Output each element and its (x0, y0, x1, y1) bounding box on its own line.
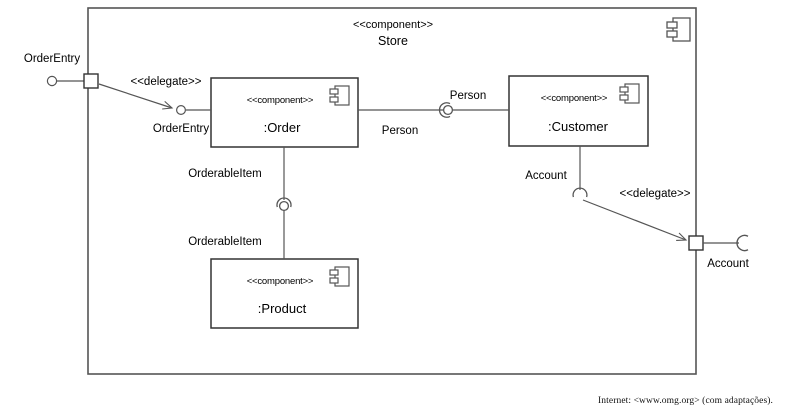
component-icon (329, 266, 350, 287)
component-customer-name: :Customer (548, 119, 609, 134)
account-inner-label: Account (525, 170, 567, 182)
store-frame[interactable]: <<component>> Store (87, 7, 697, 375)
component-order[interactable]: <<component>> :Order (210, 77, 359, 148)
assembly-connector-orderable-item[interactable]: OrderableItem OrderableItem (188, 147, 292, 259)
delegate-arrow-right (582, 199, 688, 242)
orderable-item-label-top: OrderableItem (188, 168, 262, 180)
component-customer-stereotype: <<component>> (541, 93, 608, 104)
delegate-label-left: <<delegate>> (131, 76, 202, 88)
person-required-socket (438, 102, 451, 118)
component-product-name: :Product (258, 301, 307, 316)
orderable-item-provided-ball (278, 200, 290, 212)
orderable-item-label-bottom: OrderableItem (188, 236, 262, 248)
person-label-top: Person (450, 90, 486, 102)
store-stereotype: <<component>> (353, 19, 433, 31)
account-required-socket (572, 187, 588, 198)
order-entry-external-label: OrderEntry (24, 53, 80, 65)
component-icon (666, 17, 691, 42)
component-icon (329, 85, 350, 106)
store-name: Store (378, 34, 408, 48)
port-order-entry[interactable] (83, 73, 99, 89)
external-interface-account[interactable]: Account (703, 234, 750, 270)
component-product[interactable]: <<component>> :Product (210, 258, 359, 329)
component-product-stereotype: <<component>> (247, 276, 314, 287)
port-account[interactable] (688, 235, 704, 251)
delegate-connector-account[interactable]: Account <<delegate>> (525, 146, 691, 242)
assembly-connector-person[interactable]: Person Person (358, 90, 509, 137)
orderable-item-required-socket (276, 197, 292, 208)
component-icon (619, 83, 640, 104)
order-entry-lollipop-ball (46, 75, 58, 87)
person-label-bottom: Person (382, 125, 418, 137)
order-entry-inner-label: OrderEntry (153, 123, 209, 135)
component-order-name: :Order (264, 120, 302, 135)
person-provided-ball (442, 104, 454, 116)
component-order-stereotype: <<component>> (247, 95, 314, 106)
external-interface-order-entry[interactable]: OrderEntry (24, 53, 85, 87)
delegate-label-right: <<delegate>> (620, 188, 691, 200)
account-external-label: Account (707, 258, 749, 270)
source-note: Internet: <www.omg.org> (com adaptações)… (598, 396, 773, 406)
store-frame-border (87, 7, 697, 375)
account-external-socket (736, 234, 749, 252)
delegate-connector-order-entry[interactable]: <<delegate>> OrderEntry (98, 76, 211, 135)
order-entry-inner-ball (176, 104, 187, 115)
delegate-arrow-left (98, 83, 174, 110)
component-customer[interactable]: <<component>> :Customer (508, 75, 649, 147)
